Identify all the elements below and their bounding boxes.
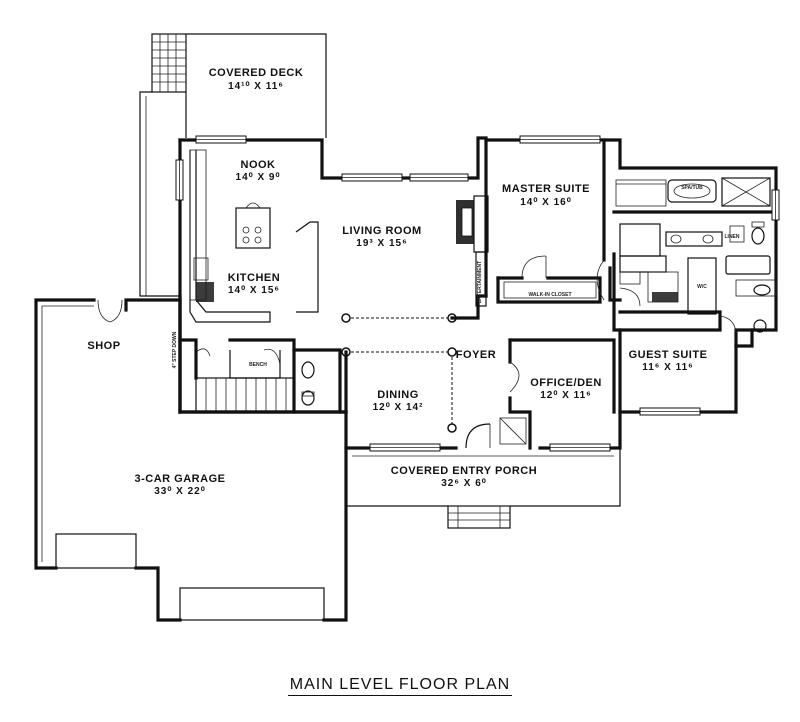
living-beams [341,294,488,433]
fireplace [456,195,489,307]
entertainment-label: ENTERTAINMENT [477,261,483,303]
plan-title-text: MAIN LEVEL FLOOR PLAN [287,676,513,696]
living-room-label: LIVING ROOM [342,225,421,237]
guest-suite-label: GUEST SUITE [629,349,708,361]
deck-stairs [151,33,187,93]
spa-tub-label: SPA/TUB [681,185,703,191]
office-den-walls [499,338,616,450]
nook-label: NOOK [241,159,276,171]
covered-deck-dim: 14¹⁰ X 11⁶ [228,81,284,92]
master-suite-label: MASTER SUITE [502,183,590,195]
garage-label: 3-CAR GARAGE [135,473,226,485]
bench-label: BENCH [249,362,267,368]
master-suite-dim: 14⁰ X 16⁰ [520,197,572,208]
guest-suite-walls [618,310,767,414]
covered-deck-label: COVERED DECK [209,67,304,79]
kitchen-island [235,207,271,249]
linen-label: LINEN [725,234,740,240]
porch-label: COVERED ENTRY PORCH [391,465,537,477]
whc-label: W/C [697,284,707,290]
kitchen-label: KITCHEN [228,272,280,284]
entry-door [465,423,491,449]
nook-dim: 14⁰ X 9⁰ [236,172,281,183]
master-suite-walls [496,138,622,304]
step-down-label: 4" STEP DOWN [172,331,178,368]
garage-door-right [179,587,325,621]
office-den-label: OFFICE/DEN [530,377,602,389]
garage-dim: 33⁰ X 22⁰ [154,486,206,497]
kitchen-dim: 14⁰ X 15⁶ [228,285,280,296]
interior-stairs [178,338,296,414]
shop-label: SHOP [87,340,120,352]
kitchen-counters [189,149,319,323]
guest-suite-dim: 11⁶ X 11⁶ [642,362,694,373]
walk-in-closet-label: WALK-IN CLOSET [528,292,571,298]
master-bath [612,177,777,332]
garage-door-left [55,533,137,569]
dining-dim: 12⁰ X 14² [373,402,424,413]
living-room-dim: 19³ X 15⁶ [356,238,407,249]
plan-title: MAIN LEVEL FLOOR PLAN [0,676,800,696]
covered-deck-outline [139,33,327,297]
foyer-label: FOYER [456,349,496,361]
powder-room [292,348,342,414]
dining-label: DINING [377,389,419,401]
windows [175,135,780,452]
garage-walls [34,298,348,622]
porch-dim: 32⁶ X 6⁰ [441,478,487,489]
laundry-closet [619,255,717,315]
office-den-dim: 12⁰ X 11⁶ [540,390,592,401]
